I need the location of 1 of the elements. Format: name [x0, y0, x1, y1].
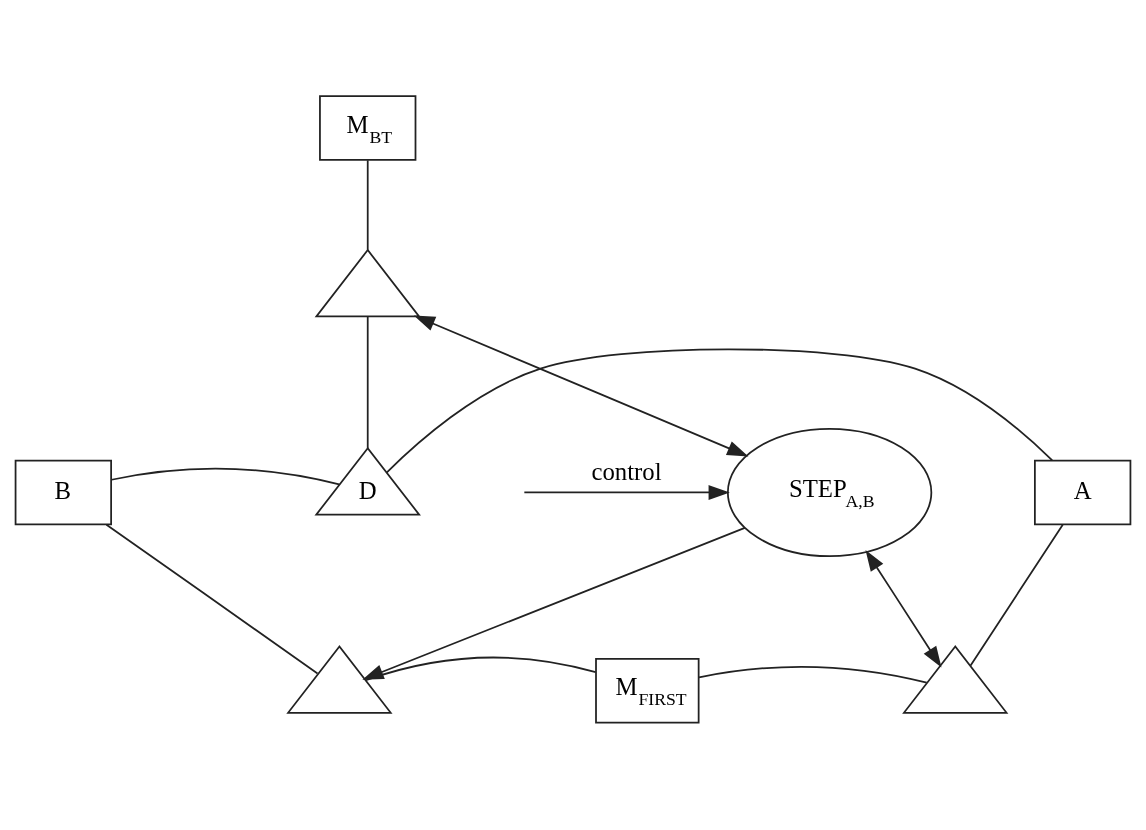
edge-label: control: [591, 457, 662, 485]
